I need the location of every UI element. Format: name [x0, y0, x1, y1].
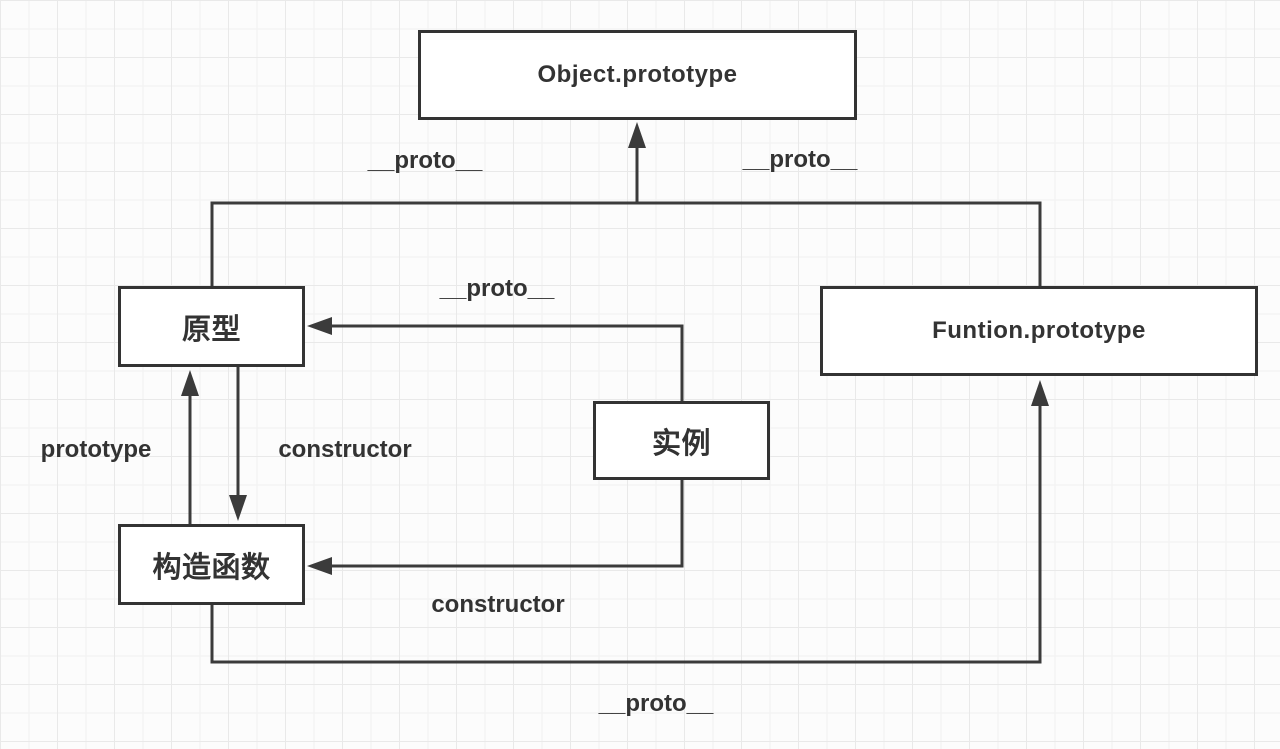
arrowhead-up-object-prototype [628, 122, 646, 148]
edge-label-proto-instance: __proto__ [439, 275, 555, 302]
arrowhead-left-constructor [307, 557, 332, 575]
arrowhead-left-prototype [307, 317, 332, 335]
edge-label-proto-top-right: __proto__ [742, 146, 858, 173]
edge-label-prototype: prototype [40, 436, 152, 463]
edge-label-proto-bottom: __proto__ [598, 690, 714, 717]
edge-label-proto-top-left: __proto__ [367, 147, 483, 174]
node-prototype-label: 原型 [181, 313, 241, 346]
edge-instance-to-constructor [330, 480, 684, 568]
node-funtion-prototype-label: Funtion.prototype [932, 317, 1146, 344]
arrowhead-up-funtion-prototype [1031, 380, 1049, 406]
node-object-prototype-label: Object.prototype [537, 61, 738, 88]
node-instance: 实例 [593, 401, 770, 480]
edge-instance-to-prototype [330, 324, 684, 401]
node-constructor-function: 构造函数 [118, 524, 305, 605]
edge-label-constructor-bottom: constructor [431, 591, 565, 618]
edge-top-connector [210, 201, 1042, 286]
node-prototype: 原型 [118, 286, 305, 367]
node-constructor-function-label: 构造函数 [152, 551, 271, 584]
node-funtion-prototype: Funtion.prototype [820, 286, 1258, 376]
edge-label-constructor-inner: constructor [278, 436, 412, 463]
node-object-prototype: Object.prototype [418, 30, 857, 120]
node-instance-label: 实例 [651, 427, 711, 460]
arrowhead-up-prototype [181, 370, 199, 396]
arrowhead-down-constructor [229, 495, 247, 521]
edge-constructor-to-funtion-prototype [210, 404, 1042, 664]
